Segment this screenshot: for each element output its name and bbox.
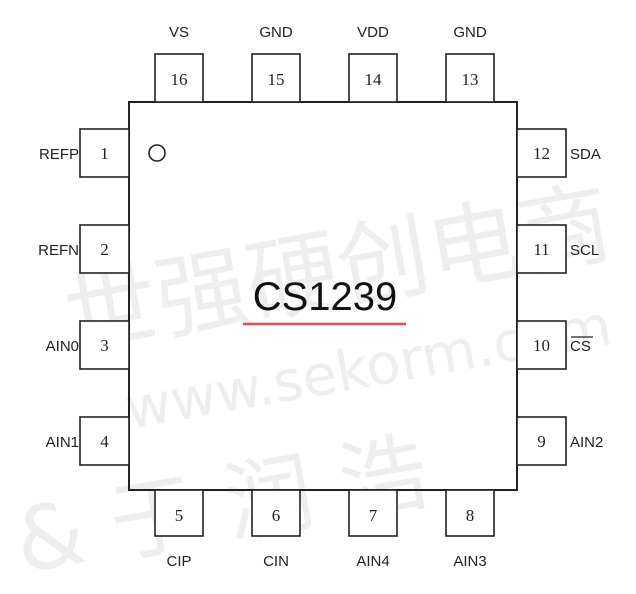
pin-box <box>348 53 398 103</box>
pin-1: 1 REFP <box>39 128 130 178</box>
pin-number: 4 <box>100 432 109 451</box>
pin-11: 11 SCL <box>516 224 599 274</box>
pin-box <box>79 416 130 466</box>
pin-box <box>516 224 567 274</box>
pin-label: AIN3 <box>453 553 486 570</box>
pins-right: 12 SDA 11 SCL 10 CS 9 AIN2 <box>516 128 603 466</box>
pin-2: 2 REFN <box>38 224 130 274</box>
pin-4: 4 AIN1 <box>46 416 130 466</box>
pin-12: 12 SDA <box>516 128 601 178</box>
pin-14: 14 VDD <box>348 24 398 103</box>
pin-number: 12 <box>533 144 550 163</box>
pin-13: 13 GND <box>445 24 495 103</box>
pin-3: 3 AIN0 <box>46 320 130 370</box>
pin-box <box>79 128 130 178</box>
pin-number: 8 <box>466 506 475 525</box>
pin-box <box>516 416 567 466</box>
pin-9: 9 AIN2 <box>516 416 603 466</box>
pin-box <box>516 320 567 370</box>
pin-box <box>154 489 204 537</box>
pin-number: 9 <box>537 432 546 451</box>
pin-box <box>251 53 301 103</box>
pin-box <box>154 53 204 103</box>
pin-16: 16 VS <box>154 24 204 103</box>
pin-box <box>79 224 130 274</box>
pin-label: REFN <box>38 242 79 259</box>
pin-number: 1 <box>100 144 109 163</box>
pin-label: SCL <box>570 242 599 259</box>
pin-label: REFP <box>39 146 79 163</box>
chip-body <box>128 101 518 491</box>
pin-box <box>445 489 495 537</box>
pin-box <box>348 489 398 537</box>
pins-top: 16 VS 15 GND 14 VDD 13 GND <box>154 24 495 103</box>
pin-15: 15 GND <box>251 24 301 103</box>
pin-label: CIP <box>166 553 191 570</box>
pin-10: 10 CS <box>516 320 593 370</box>
pin-label: AIN4 <box>356 553 389 570</box>
pin-number: 2 <box>100 240 109 259</box>
chip-name: CS1239 <box>253 275 398 319</box>
pin-number: 6 <box>272 506 281 525</box>
pin-number: 3 <box>100 336 109 355</box>
pin-label: VS <box>169 24 189 41</box>
pin-label: GND <box>453 24 487 41</box>
pin-number: 5 <box>175 506 184 525</box>
pin-number: 11 <box>533 240 549 259</box>
pin-number: 7 <box>369 506 378 525</box>
pin-label: CS <box>570 338 591 355</box>
pin-label: AIN2 <box>570 434 603 451</box>
pin-label: CIN <box>263 553 289 570</box>
pin-box <box>251 489 301 537</box>
pin-number: 13 <box>462 70 479 89</box>
pin-box <box>79 320 130 370</box>
pin-label: AIN0 <box>46 338 79 355</box>
pin-number: 10 <box>533 336 550 355</box>
pin-box <box>445 53 495 103</box>
pin-label: VDD <box>357 24 389 41</box>
pin-number: 16 <box>171 70 188 89</box>
pin1-marker-icon <box>148 144 166 162</box>
pin-box <box>516 128 567 178</box>
pin-label: SDA <box>570 146 601 163</box>
pin-number: 14 <box>365 70 383 89</box>
pin-label: GND <box>259 24 293 41</box>
pin-number: 15 <box>268 70 285 89</box>
pins-left: 1 REFP 2 REFN 3 AIN0 4 AIN1 <box>38 128 130 466</box>
pin-label: AIN1 <box>46 434 79 451</box>
